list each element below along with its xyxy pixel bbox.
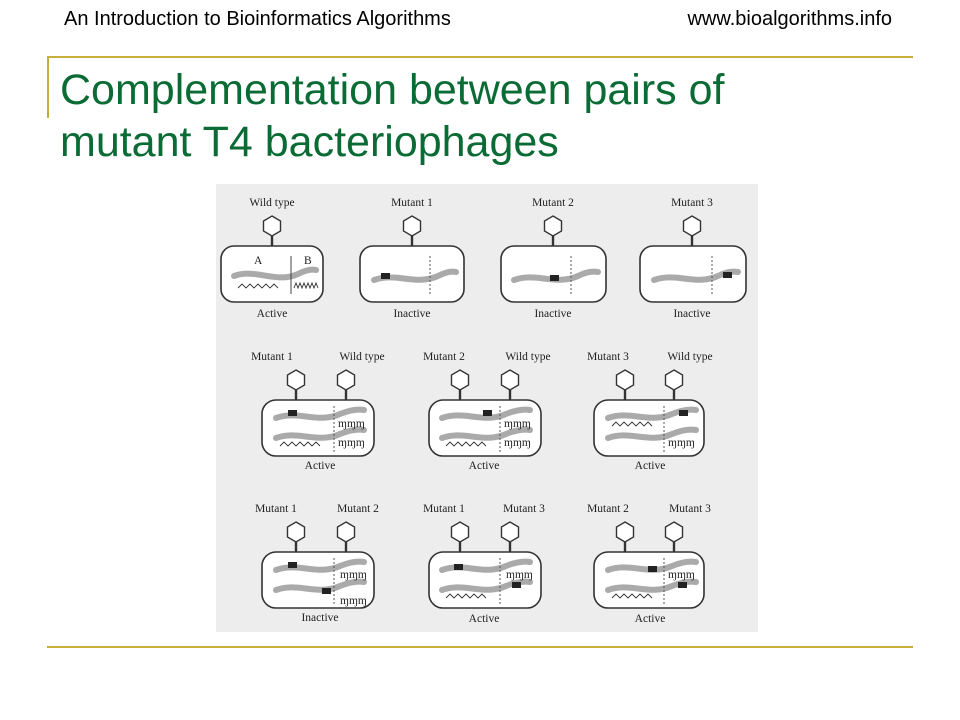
header-course-title: An Introduction to Bioinformatics Algori… [64, 8, 451, 30]
cell-mutant-1-wild-type: ɱɱɱ ɱɱɱ Mutant 1 Wild type Active [251, 351, 385, 472]
gene-b-glyphs: ɱɱɱ [338, 437, 365, 449]
cell-mutant-1: Mutant 1 Inactive [359, 197, 465, 320]
complementation-diagram: A B Wild type Active Mutant 1 Inactive M… [220, 197, 747, 625]
title-line-2: mutant T4 bacteriophages [60, 118, 559, 166]
left-name-label: Mutant 3 [587, 351, 629, 363]
complementation-figure: A B Wild type Active Mutant 1 Inactive M… [216, 184, 758, 632]
left-name-label: Mutant 2 [423, 351, 465, 363]
name-label: Mutant 1 [391, 197, 433, 209]
header-website: www.bioalgorithms.info [687, 8, 892, 30]
status-label: Active [257, 308, 288, 320]
right-name-label: Wild type [505, 351, 550, 363]
cell-mutant-1-mutant-2: ɱɱɱ ɱɱɱ Mutant 1 Mutant 2 Inactive [255, 503, 379, 624]
left-name-label: Mutant 2 [587, 503, 629, 515]
gene-b-label: B [304, 255, 312, 267]
left-name-label: Mutant 1 [423, 503, 465, 515]
cell-mutant-2-wild-type: ɱɱɱ ɱɱɱ Mutant 2 Wild type Active [423, 351, 551, 472]
name-label: Mutant 2 [532, 197, 574, 209]
accent-bar [47, 56, 49, 118]
gene-b-glyphs: ɱɱɱ [668, 569, 695, 581]
cell-mutant-2: Mutant 2 Inactive [500, 197, 607, 320]
status-label: Inactive [301, 612, 338, 624]
gene-b-glyphs: ɱɱɱ [340, 569, 367, 581]
status-label: Inactive [534, 308, 571, 320]
status-label: Inactive [673, 308, 710, 320]
status-label: Active [469, 460, 500, 472]
title-line-1: Complementation between pairs of [60, 66, 725, 114]
gene-b-glyphs: ɱɱɱ [504, 418, 531, 430]
top-divider [47, 56, 913, 58]
name-label: Wild type [249, 197, 294, 209]
cell-wild-type: A B Wild type Active [220, 197, 324, 320]
slide-title: Complementation between pairs of mutant … [60, 64, 900, 168]
right-name-label: Wild type [667, 351, 712, 363]
status-label: Active [305, 460, 336, 472]
name-label: Mutant 3 [671, 197, 713, 209]
gene-b-glyphs: ɱɱɱ [506, 569, 533, 581]
cell-mutant-3-wild-type: ɱɱɱ Mutant 3 Wild type Active [587, 351, 713, 472]
gene-b-glyphs: ɱɱɱ [668, 437, 695, 449]
right-name-label: Mutant 3 [669, 503, 711, 515]
right-name-label: Mutant 3 [503, 503, 545, 515]
status-label: Inactive [393, 308, 430, 320]
gene-a-label: A [254, 255, 263, 267]
gene-b-glyphs: ɱɱɱ [340, 595, 367, 607]
right-name-label: Wild type [339, 351, 384, 363]
bottom-divider [47, 646, 913, 648]
cell-mutant-1-mutant-3: ɱɱɱ Mutant 1 Mutant 3 Active [423, 503, 545, 625]
status-label: Active [469, 613, 500, 625]
gene-b-glyphs: ɱɱɱ [504, 437, 531, 449]
left-name-label: Mutant 1 [255, 503, 297, 515]
cell-mutant-2-mutant-3: ɱɱɱ Mutant 2 Mutant 3 Active [587, 503, 711, 625]
status-label: Active [635, 613, 666, 625]
left-name-label: Mutant 1 [251, 351, 293, 363]
status-label: Active [635, 460, 666, 472]
gene-b-glyphs: ɱɱɱ [338, 418, 365, 430]
cell-mutant-3: Mutant 3 Inactive [639, 197, 747, 320]
right-name-label: Mutant 2 [337, 503, 379, 515]
